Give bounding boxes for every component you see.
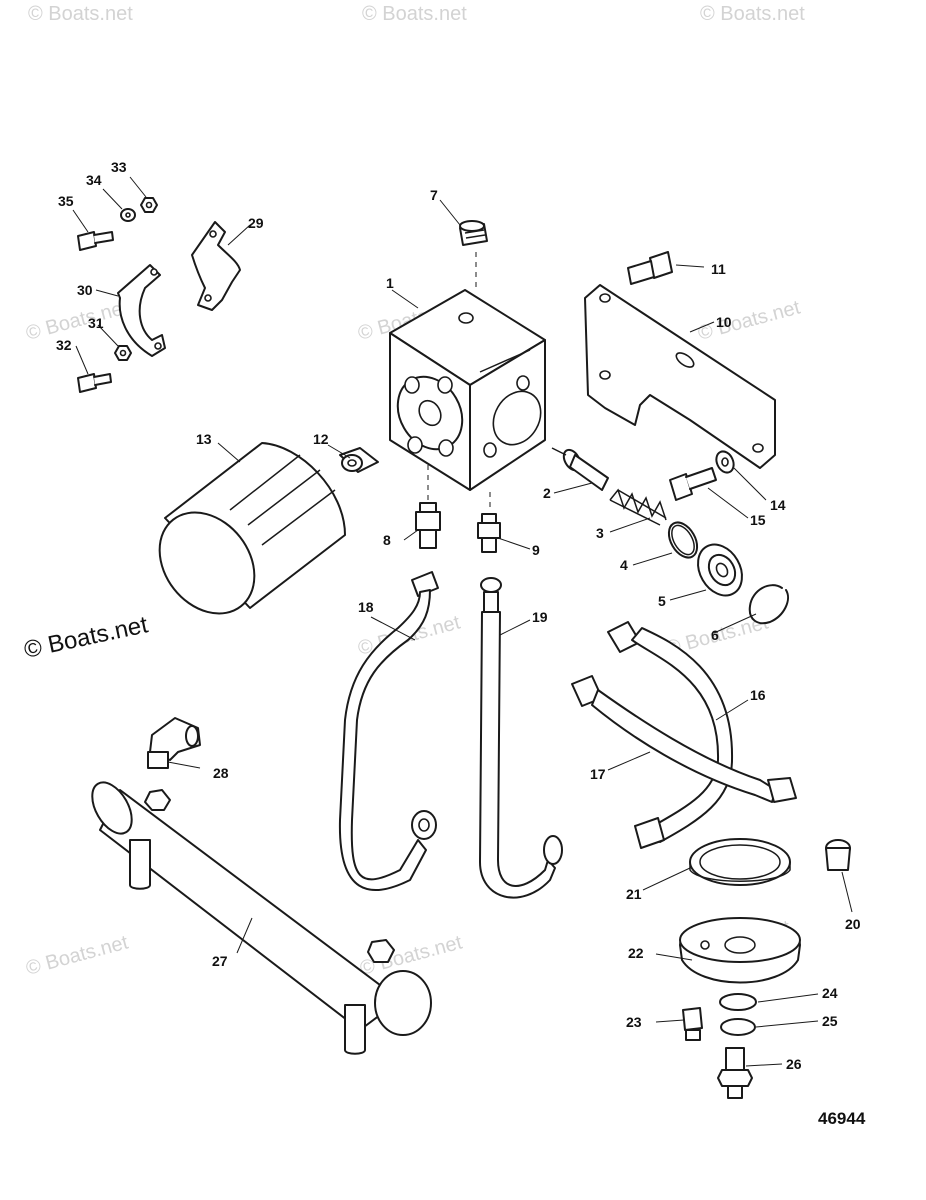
bracket-10 — [584, 284, 776, 469]
callout-31: 31 — [88, 315, 104, 331]
boats-net-credit: © Boats.net — [22, 611, 151, 664]
hose-18 — [338, 571, 439, 892]
callout-9: 9 — [532, 542, 540, 558]
plug-7 — [459, 220, 488, 246]
callout-35: 35 — [58, 193, 74, 209]
adapter-9 — [477, 513, 501, 553]
callout-2: 2 — [543, 485, 551, 501]
watermark: © Boats.net — [696, 296, 803, 344]
watermark: © Boats.net — [28, 3, 133, 25]
fastener-group-top-left — [77, 197, 158, 393]
hose-19 — [479, 577, 563, 899]
drawing-number: 46944 — [818, 1109, 866, 1128]
callout-20: 20 — [845, 916, 861, 932]
callout-28: 28 — [213, 765, 229, 781]
callout-1: 1 — [386, 275, 394, 291]
leader-lines — [72, 176, 853, 1067]
bolt-11 — [627, 251, 673, 285]
callout-33: 33 — [111, 159, 127, 175]
callout-18: 18 — [358, 599, 374, 615]
callout-4: 4 — [620, 557, 628, 573]
fitting-26 — [717, 1047, 753, 1099]
oil-filter-13 — [158, 442, 346, 615]
snap-ring-6 — [748, 584, 789, 625]
callout-25: 25 — [822, 1013, 838, 1029]
adapter-8 — [415, 502, 441, 549]
fitting-23 — [682, 1007, 703, 1041]
bolt-32-head — [77, 373, 97, 393]
callout-21: 21 — [626, 886, 642, 902]
callout-29: 29 — [248, 215, 264, 231]
callout-14: 14 — [770, 497, 786, 513]
callout-19: 19 — [532, 609, 548, 625]
callouts: 1 2 3 4 5 6 7 8 9 10 11 12 13 14 15 16 1… — [56, 159, 861, 1072]
callout-8: 8 — [383, 532, 391, 548]
thermostat-5 — [697, 543, 743, 597]
callout-34: 34 — [86, 172, 102, 188]
clamp-29 — [191, 221, 241, 311]
watermark: © Boats.net — [362, 3, 467, 25]
filter-base-22 — [679, 917, 801, 984]
spring-3 — [609, 488, 667, 526]
callout-6: 6 — [711, 627, 719, 643]
callout-27: 27 — [212, 953, 228, 969]
bolt-32-shank — [93, 373, 112, 386]
filter-body — [164, 442, 346, 609]
callout-3: 3 — [596, 525, 604, 541]
adapter-block-1 — [389, 289, 546, 491]
clamp-30 — [117, 264, 166, 357]
bolt-35-shank — [93, 231, 114, 244]
watermark: © Boats.net — [700, 3, 805, 25]
callout-26: 26 — [786, 1056, 802, 1072]
callout-15: 15 — [750, 512, 766, 528]
callout-24: 24 — [822, 985, 838, 1001]
bolt-35-head — [77, 231, 97, 251]
filter-end — [158, 511, 256, 615]
callout-10: 10 — [716, 314, 732, 330]
callout-7: 7 — [430, 187, 438, 203]
hose-17 — [571, 675, 797, 803]
callout-22: 22 — [628, 945, 644, 961]
seal-21 — [689, 838, 791, 886]
callout-30: 30 — [77, 282, 93, 298]
hose-16 — [607, 621, 734, 849]
oil-cooler-27 — [91, 781, 432, 1055]
nut-20 — [825, 839, 851, 871]
o-ring-24 — [719, 993, 757, 1011]
o-ring-25 — [720, 1018, 756, 1036]
washer-14 — [715, 450, 735, 474]
callout-17: 17 — [590, 766, 606, 782]
callout-23: 23 — [626, 1014, 642, 1030]
callout-5: 5 — [658, 593, 666, 609]
callout-16: 16 — [750, 687, 766, 703]
callout-11: 11 — [711, 261, 726, 277]
callout-13: 13 — [196, 431, 212, 447]
callout-12: 12 — [313, 431, 329, 447]
bolt-15 — [669, 467, 717, 501]
o-ring-4 — [667, 521, 699, 559]
bypass-valve-2 — [551, 447, 609, 491]
watermark: © Boats.net — [24, 296, 131, 344]
watermark: © Boats.net — [24, 931, 131, 979]
callout-32: 32 — [56, 337, 72, 353]
fitting-12 — [339, 447, 379, 473]
elbow-fitting-28 — [147, 717, 201, 769]
